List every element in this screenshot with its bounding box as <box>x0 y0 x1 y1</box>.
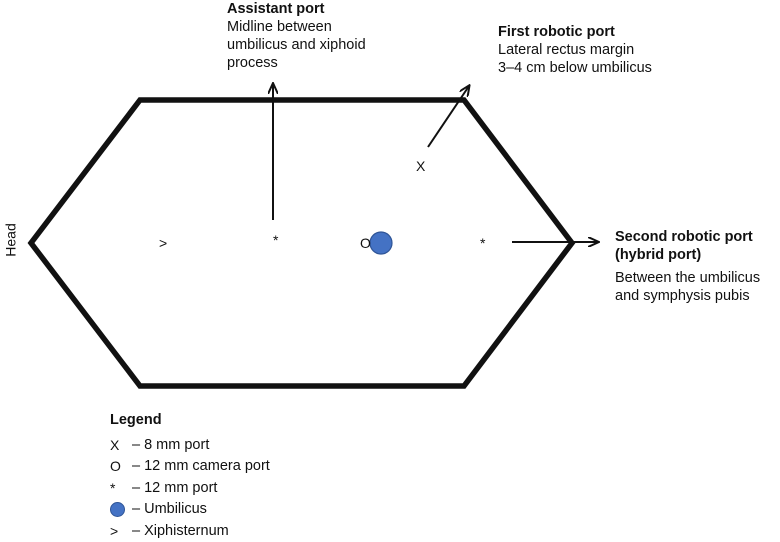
legend-item: O – 12 mm camera port <box>110 456 270 478</box>
legend-key: X <box>110 436 120 453</box>
legend-key <box>110 501 132 517</box>
second-robotic-port-label: Second robotic port (hybrid port) Betwee… <box>615 228 760 305</box>
second-robotic-port-line: and symphysis pubis <box>615 288 750 304</box>
assistant-port-title: Assistant port <box>227 1 325 17</box>
legend-item: – Umbilicus <box>110 499 270 521</box>
legend: Legend X – 8 mm port O – 12 mm camera po… <box>110 411 270 542</box>
legend-text: – 8 mm port <box>132 436 210 453</box>
second-robotic-port-line: Between the umbilicus <box>615 270 761 286</box>
first-robotic-port-line: Lateral rectus margin <box>498 42 635 58</box>
abdomen-outline <box>27 97 576 389</box>
assistant-port-line: Midline between <box>227 19 332 35</box>
head-label: Head <box>2 223 19 257</box>
first-robotic-port-label: First robotic port Lateral rectus margin… <box>498 23 652 77</box>
second-robotic-port-title: (hybrid port) <box>615 247 702 263</box>
assistant-12mm-port-marker: * <box>273 232 279 248</box>
first-robotic-port-arrow <box>427 86 469 148</box>
first-8mm-port-marker: X <box>416 158 426 174</box>
legend-key: * <box>110 479 116 496</box>
legend-text: – 12 mm camera port <box>132 458 270 475</box>
legend-title: Legend <box>110 412 162 428</box>
legend-text: – Xiphisternum <box>132 522 229 539</box>
assistant-port-line: process <box>227 55 278 71</box>
legend-item: * – 12 mm port <box>110 477 270 499</box>
second-robotic-port-title: Second robotic port <box>615 229 753 245</box>
umbilicus-dot <box>369 231 393 255</box>
legend-item: > – Xiphisternum <box>110 520 270 542</box>
legend-key: > <box>110 522 119 539</box>
assistant-port-line: umbilicus and xiphoid <box>227 37 366 53</box>
xiphisternum-marker: > <box>159 235 168 251</box>
legend-text: – Umbilicus <box>132 501 207 518</box>
camera-port-marker: O <box>360 235 371 251</box>
first-robotic-port-line: 3–4 cm below umbilicus <box>498 60 652 76</box>
legend-text: – 12 mm port <box>132 479 218 496</box>
umbilicus-legend-dot <box>110 501 125 517</box>
second-12mm-port-marker: * <box>480 235 486 251</box>
legend-key: O <box>110 458 121 475</box>
legend-item: X – 8 mm port <box>110 434 270 456</box>
first-robotic-port-title: First robotic port <box>498 24 615 40</box>
assistant-port-label: Assistant port Midline between umbilicus… <box>227 0 366 72</box>
